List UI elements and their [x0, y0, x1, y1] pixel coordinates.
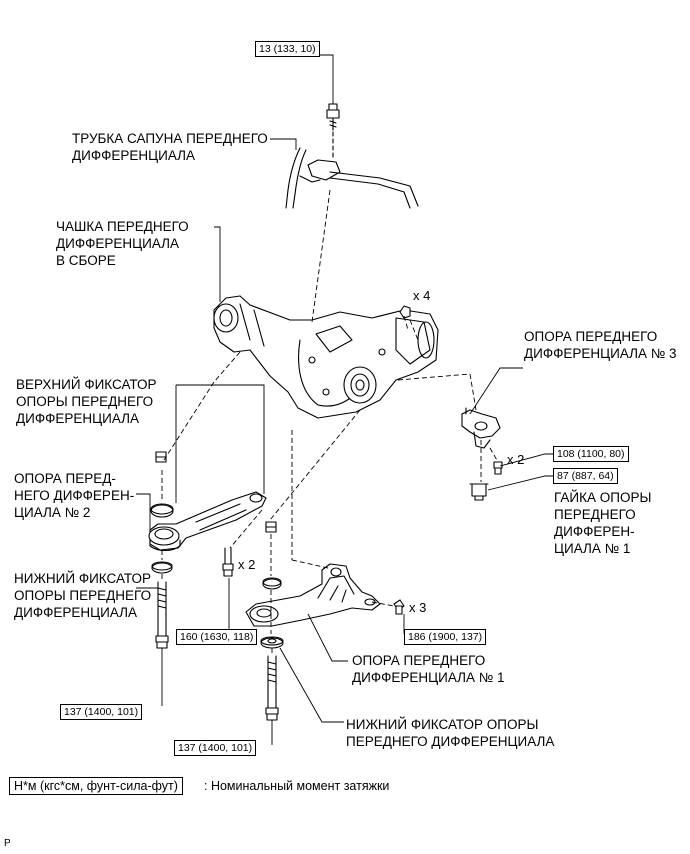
support-no1-upper-nut — [265, 521, 277, 533]
label-support-no1: ОПОРА ПЕРЕДНЕГО ДИФФЕРЕНЦИАЛА № 1 — [352, 653, 505, 685]
legend-unit-box: Н*м (кгс*см, фунт-сила-фут) — [9, 777, 183, 795]
count-support-no1-bolts-right: x 3 — [409, 600, 427, 615]
long-bolt-bottom — [265, 655, 279, 721]
count-support-no3-bolts: x 2 — [507, 452, 525, 467]
support-no1 — [245, 563, 381, 627]
carrier-bolt — [399, 305, 411, 319]
breather-tube — [285, 147, 419, 209]
label-support-no2: ОПОРА ПЕРЕД- НЕГО ДИФФЕРЕН- ЦИАЛА № 2 — [14, 471, 135, 520]
support-no3 — [461, 407, 501, 449]
footer-mark: P — [4, 838, 11, 849]
support-no1-upper-stopper — [262, 577, 282, 590]
torque-support-no3-bolt: 108 (1100, 80) — [553, 446, 629, 462]
torque-bolt-160: 160 (1630, 118) — [176, 629, 258, 645]
label-lower-stopper-bottom: НИЖНИЙ ФИКСАТОР ОПОРЫ ПЕРЕДНЕГО ДИФФЕРЕН… — [346, 717, 555, 749]
label-upper-stopper: ВЕРХНИЙ ФИКСАТОР ОПОРЫ ПЕРЕДНЕГО ДИФФЕРЕ… — [16, 377, 157, 426]
upper-nut — [155, 451, 167, 463]
long-bolt-left — [155, 581, 169, 649]
count-support-no1-bolts-left: x 2 — [238, 557, 256, 572]
label-support-no3: ОПОРА ПЕРЕДНЕГО ДИФФЕРЕНЦИАЛА № 3 — [524, 329, 677, 361]
lower-stopper-bottom — [260, 636, 284, 649]
lower-stopper-left — [151, 561, 173, 574]
label-breather-tube: ТРУБКА САПУНА ПЕРЕДНЕГО ДИФФЕРЕНЦИАЛА — [72, 131, 268, 163]
label-nut-no1: ГАЙКА ОПОРЫ ПЕРЕДНЕГО ДИФФЕРЕН- ЦИАЛА № … — [554, 490, 652, 556]
support-no1-bolt-right — [393, 599, 405, 615]
support-no2 — [148, 491, 267, 552]
count-carrier-bolts: x 4 — [413, 288, 431, 303]
torque-breather-bolt: 13 (133, 10) — [255, 41, 320, 57]
legend-text: : Номинальный момент затяжки — [204, 779, 390, 793]
torque-nut-no1: 87 (887, 64) — [553, 468, 618, 484]
label-lower-stopper-left: НИЖНИЙ ФИКСАТОР ОПОРЫ ПЕРЕДНЕГО ДИФФЕРЕН… — [14, 571, 152, 620]
label-differential-carrier: ЧАШКА ПЕРЕДНЕГО ДИФФЕРЕНЦИАЛА В СБОРЕ — [56, 219, 189, 268]
differential-carrier — [213, 295, 439, 419]
support-no3-bolt — [493, 461, 503, 475]
support-no1-bolt-left — [222, 547, 234, 577]
upper-stopper — [150, 503, 174, 518]
torque-bolt-137-left: 137 (1400, 101) — [60, 704, 143, 720]
torque-bolt-137-bottom: 137 (1400, 101) — [174, 740, 257, 756]
support-no1-nut — [469, 483, 489, 501]
breather-bolt — [326, 103, 340, 131]
torque-bolt-186: 186 (1900, 137) — [404, 629, 487, 645]
